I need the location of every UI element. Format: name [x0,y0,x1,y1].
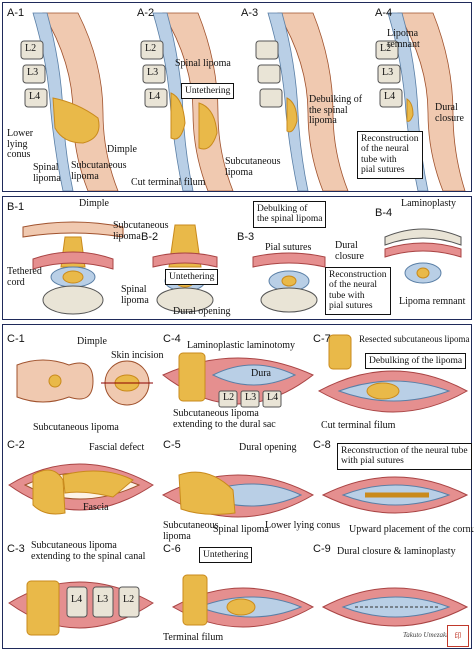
c4-vertebra-l2: L2 [223,392,235,403]
c1-dimple-label: Dimple [77,336,107,347]
c8-upward-label: Upward placement of the cornus [349,524,474,535]
c3-vertebra-l4: L4 [71,594,83,605]
a1-spinal-lipoma-label: Spinal lipoma [33,162,61,184]
c3-vertebra-l3: L3 [97,594,109,605]
c1-subcutaneous-label: Subcutaneous lipoma [33,422,119,433]
c5-conus-label: Lower lying conus [265,520,340,531]
panel-c: C-1 C-2 C-3 C-4 C-5 C-6 C-7 C-8 C-9 Dimp… [2,324,474,649]
c4-dura-label: Dura [251,368,271,379]
c2-fascia-label: Fascia [83,502,109,513]
c3-extending-label: Subcutaneous lipoma extending to the spi… [31,540,146,562]
c2-illustration [8,463,154,515]
panel-label-b3: B-3 [237,231,255,243]
c5-subcutaneous-label: Subcutaneous lipoma [163,520,219,542]
a1-vertebra-l2: L2 [25,43,37,54]
a1-illustration [20,12,119,191]
a1-dimple-label: Dimple [107,144,137,155]
c9-closure-label: Dural closure & laminoplasty [337,546,456,557]
seal-stamp-icon: 印 [447,625,469,647]
b2-dural-opening-label: Dural opening [173,306,231,317]
panel-label-a2: A-2 [137,7,155,19]
panel-label-c1: C-1 [7,333,25,345]
panel-label-b1: B-1 [7,201,25,213]
a4-vertebra-l4: L4 [384,91,396,102]
a3-debulking-label: Debulking of the spinal lipoma [309,94,363,126]
c4-vertebra-l3: L3 [245,392,257,403]
c9-illustration [321,587,469,627]
c5-illustration [161,471,315,518]
c7-debulking-box: Debulking of the lipoma [365,353,467,370]
c1-incision-label: Skin incision [111,350,164,361]
b4-laminoplasty-label: Laminoplasty [401,198,456,209]
b3-illustration [252,252,326,313]
panel-label-c5: C-5 [163,439,181,451]
c7-cut-filum-label: Cut terminal filum [321,420,396,431]
c6-terminal-filum-label: Terminal filum [163,632,224,643]
c4-vertebra-l4: L4 [267,392,279,403]
signature: Takuto Umezaki [403,631,449,639]
b3-pial-label: Pial sutures [265,242,312,253]
panel-label-a4: A-4 [375,7,393,19]
c6-illustration [171,574,315,628]
a4-vertebra-l2: L2 [380,43,392,54]
c5-dural-opening-label: Dural opening [239,442,297,453]
b2-subcutaneous-label: Subcutaneous lipoma [113,220,169,242]
panel-a: A-1 A-2 A-3 A-4 L2 L3 L4 L2 L3 L4 L2 L3 … [2,2,472,192]
a4-reconstruction-box: Reconstruction of the neural tube with p… [357,131,423,179]
a2-vertebra-l3: L3 [147,67,159,78]
panel-label-c7: C-7 [313,333,331,345]
c7-illustration [317,334,469,413]
panel-c-drawing [8,334,469,636]
panel-label-c3: C-3 [7,543,25,555]
b4-dural-closure-label: Dural closure [335,240,364,262]
b4-reconstruction-box: Reconstruction of the neural tube with p… [325,267,391,315]
a2-vertebra-l4: L4 [149,91,161,102]
a2-untethering-box: Untethering [181,83,235,100]
a1-vertebra-l3: L3 [27,67,39,78]
panel-label-b4: B-4 [375,207,393,219]
c8-illustration [321,476,469,514]
c3-vertebra-l2: L2 [123,594,135,605]
a4-dural-closure-label: Dural closure [435,102,464,124]
panel-b: B-1 B-2 B-3 B-4 Dimple Tethered cord Spi… [2,196,472,320]
b1-illustration [22,221,124,315]
panel-label-c2: C-2 [7,439,25,451]
b2-untethering-box: Untethering [165,269,219,286]
c8-reconstruction-box: Reconstruction of the neural tube with p… [337,443,472,470]
c2-fascial-defect-label: Fascial defect [89,442,145,453]
panel-label-a3: A-3 [241,7,259,19]
c1-illustration [16,359,153,406]
a1-conus-label: Lower lying conus [7,128,34,160]
a4-vertebra-l3: L3 [382,67,394,78]
a2-cut-filum-label: Cut terminal filum [131,177,206,188]
a2-illustration [140,12,234,191]
a1-subcutaneous-label: Subcutaneous lipoma [71,160,127,182]
panel-label-b2: B-2 [141,231,159,243]
panel-label-c4: C-4 [163,333,181,345]
b4-remnant-label: Lipoma remnant [399,296,466,307]
a2-subcutaneous-label: Subcutaneous lipoma [225,156,281,178]
c7-resected-label: Resected subcutaneous lipoma [359,334,470,344]
panel-label-a1: A-1 [7,7,25,19]
c3-illustration [8,580,154,636]
c5-spinal-lipoma-label: Spinal lipoma [213,524,269,535]
b4-illustration [384,228,462,284]
b1-tethered-label: Tethered cord [7,266,42,288]
panel-b-drawing [22,221,462,315]
panel-label-c9: C-9 [313,543,331,555]
c4-illustration [162,352,314,408]
panel-label-c6: C-6 [163,543,181,555]
c4-laminotomy-label: Laminoplastic laminotomy [187,340,296,351]
b1-spinal-lipoma-label: Spinal lipoma [121,284,149,306]
panel-label-c8: C-8 [313,439,331,451]
a1-vertebra-l4: L4 [29,91,41,102]
c6-untethering-box: Untethering [199,547,253,564]
b1-dimple-label: Dimple [79,198,109,209]
b3-debulking-box: Debulking of the spinal lipoma [253,201,327,228]
c4-extending-label: Subcutaneous lipoma extending to the dur… [173,408,276,430]
a4-remnant-label: Lipoma remnant [387,28,420,50]
a2-vertebra-l2: L2 [145,43,157,54]
a3-illustration [255,12,349,191]
a2-spinal-lipoma-label: Spinal lipoma [175,58,231,69]
